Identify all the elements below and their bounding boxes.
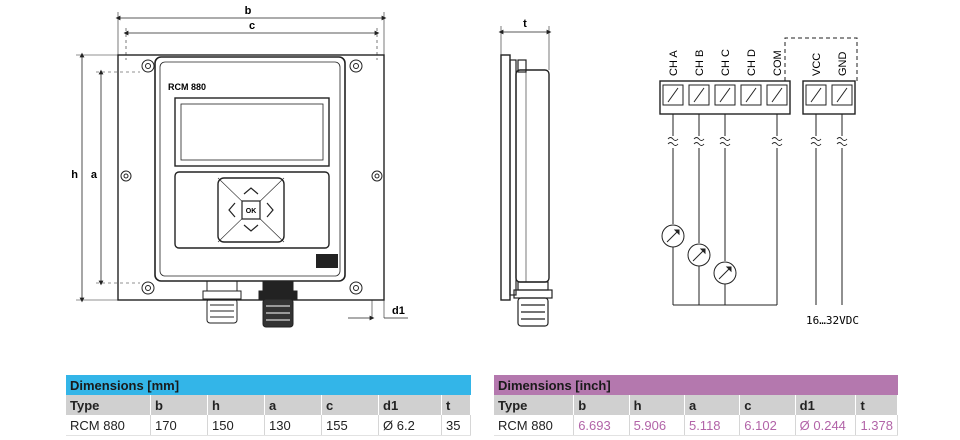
table-cell: 170	[150, 415, 208, 436]
table-cell: 6.693	[573, 415, 630, 436]
column-header: b	[573, 395, 630, 415]
dimensions-table-inch: Dimensions [inch] Type b h a c d1 t RCM …	[494, 375, 898, 436]
cable-glands	[202, 280, 298, 328]
table-title: Dimensions [inch]	[494, 375, 898, 395]
terminal-labels: CH A CH B CH C CH D COM VCC GND	[668, 49, 849, 76]
column-header: d1	[378, 395, 442, 415]
column-header: Type	[494, 395, 575, 415]
dim-b-label: b	[245, 5, 252, 17]
dim-h-label: h	[71, 169, 78, 181]
dim-a-label: a	[91, 169, 98, 181]
table-cell: RCM 880	[66, 415, 151, 436]
column-header: h	[629, 395, 685, 415]
terminal-label-ch-d: CH D	[746, 49, 758, 76]
table-cell: Ø 6.2	[378, 415, 442, 436]
table-row: RCM 880 170 150 130 155 Ø 6.2 35	[66, 415, 471, 436]
terminal-label-vcc: VCC	[811, 53, 823, 76]
dim-c-label: c	[249, 20, 255, 32]
technical-drawing: b c h a d1 RCM 880 OK t	[71, 5, 859, 328]
table-cell: 150	[207, 415, 265, 436]
terminal-label-ch-c: CH C	[720, 49, 732, 76]
table-cell: 155	[321, 415, 379, 436]
column-header: c	[739, 395, 796, 415]
table-cell: 5.118	[684, 415, 741, 436]
column-header: a	[264, 395, 322, 415]
terminal-label-com: COM	[772, 50, 784, 76]
supply-voltage-label: 16…32VDC	[806, 314, 859, 327]
column-header: c	[321, 395, 379, 415]
dim-t-label: t	[523, 18, 527, 30]
dimensions-table-mm: Dimensions [mm] Type b h a c d1 t RCM 88…	[66, 375, 471, 436]
column-header: t	[855, 395, 898, 415]
column-header: h	[207, 395, 265, 415]
mounting-holes	[120, 59, 383, 295]
table-row: RCM 880 6.693 5.906 5.118 6.102 Ø 0.244 …	[494, 415, 898, 436]
model-label: RCM 880	[168, 82, 206, 92]
terminal-label-ch-b: CH B	[694, 50, 706, 76]
side-view	[498, 26, 553, 327]
table-cell: 1.378	[855, 415, 898, 436]
table-cell: 130	[264, 415, 322, 436]
table-cell: 5.906	[629, 415, 685, 436]
ok-button-label: OK	[246, 208, 257, 215]
dim-d1-label: d1	[392, 305, 405, 317]
table-cell: 35	[441, 415, 471, 436]
table-title: Dimensions [mm]	[66, 375, 471, 395]
terminal-label-ch-a: CH A	[668, 50, 680, 76]
wiring-diagram	[659, 37, 858, 306]
column-header: d1	[795, 395, 857, 415]
column-header: b	[150, 395, 208, 415]
column-header: a	[684, 395, 741, 415]
front-view	[76, 12, 408, 328]
column-header: Type	[66, 395, 151, 415]
table-cell: Ø 0.244	[795, 415, 857, 436]
column-header: t	[441, 395, 471, 415]
table-cell: RCM 880	[494, 415, 575, 436]
table-cell: 6.102	[739, 415, 796, 436]
terminal-label-gnd: GND	[837, 52, 849, 77]
